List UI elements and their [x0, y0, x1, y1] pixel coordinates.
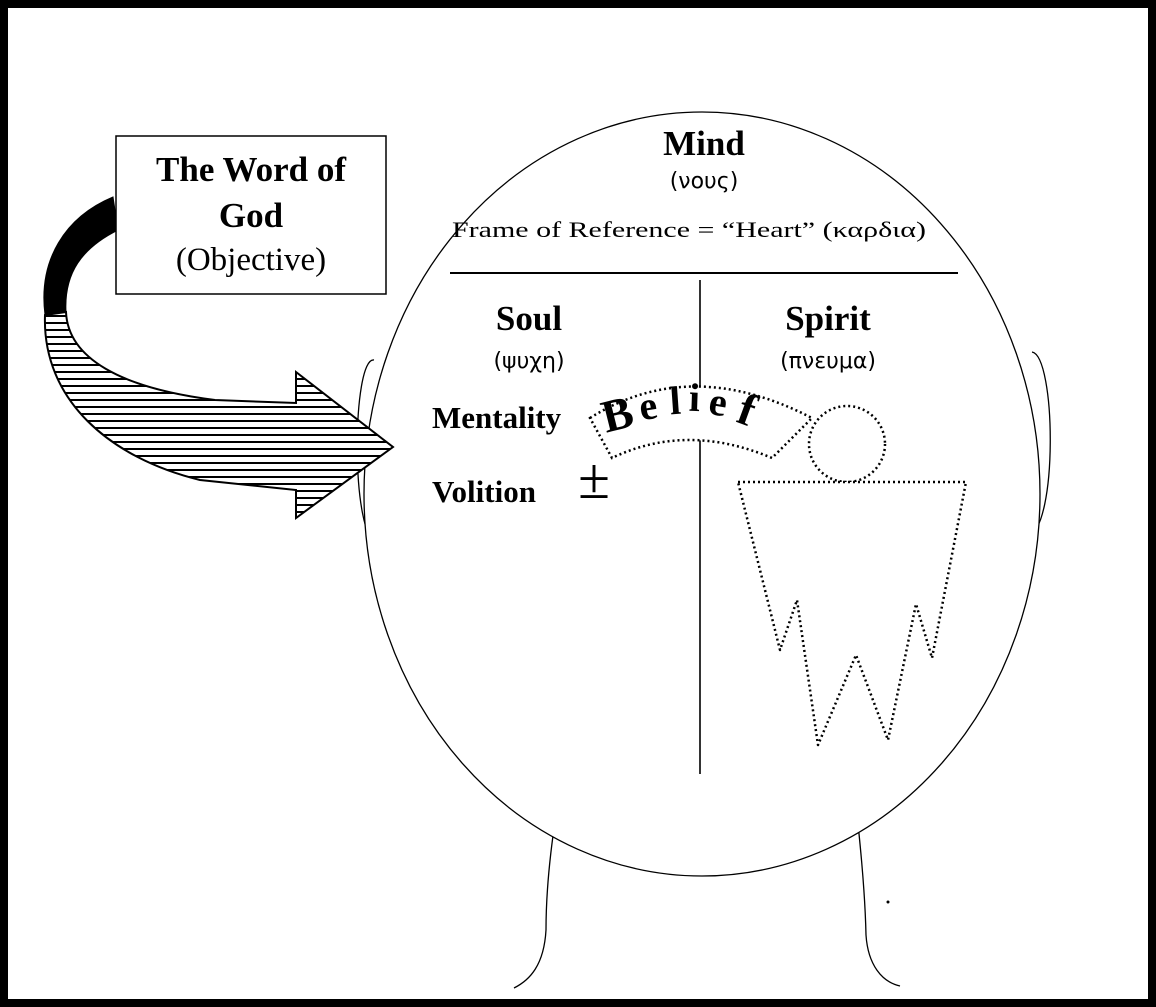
plus-minus-symbol: ±: [578, 446, 610, 511]
mind-title: Mind: [663, 124, 745, 163]
word-of-god-title-line1: The Word of: [156, 150, 346, 189]
word-of-god-subtitle: (Objective): [176, 242, 326, 278]
soul-title: Soul: [496, 299, 562, 338]
mind-greek: (νους): [670, 169, 739, 194]
spirit-title: Spirit: [785, 299, 871, 338]
curved-arrow-body: [45, 312, 393, 518]
spirit-greek: (πνευμα): [780, 349, 876, 374]
spirit-figure-head: [809, 406, 885, 482]
volition-label: Volition: [432, 474, 536, 509]
speck-dot: [887, 901, 890, 904]
belief-letter: i: [688, 375, 701, 420]
soul-greek: (ψυχη): [493, 349, 564, 374]
mentality-label: Mentality: [432, 400, 562, 435]
word-of-god-title-line2: God: [219, 196, 284, 235]
arrow-black-band: [44, 197, 118, 315]
frame-of-reference-label: Frame of Reference = “Heart” (καρδια): [452, 217, 926, 242]
